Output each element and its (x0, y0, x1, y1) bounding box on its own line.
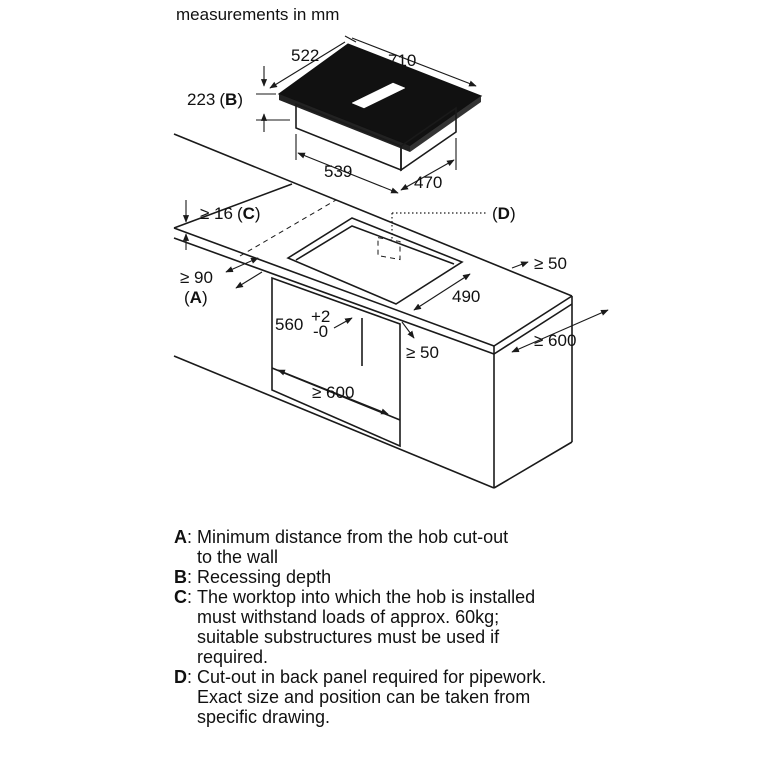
dim-line-560 (333, 317, 353, 329)
legend-text: Minimum distance from the hob cut-out to… (197, 527, 509, 567)
svg-text:223(B): 223(B) (187, 90, 243, 109)
dim-tick-710 (344, 35, 357, 43)
svg-text:(A): (A) (184, 288, 208, 307)
dim-line-539 (297, 152, 399, 194)
cabinet-bottom-right (493, 441, 573, 489)
legend-key: A (174, 527, 187, 547)
dim-line-50-bottom (401, 321, 415, 339)
key-a-label: A (190, 288, 202, 307)
dim-line-710 (351, 37, 477, 87)
dim-600-bottom: ≥ 600 (312, 383, 354, 402)
vent-slot (351, 82, 406, 109)
dim-522: 522 (291, 46, 319, 65)
dim-line-50-right (511, 261, 529, 269)
worktop-drawing: (D) ≥ 16(C) ≥ 90 (A) ≥ 50 490 ≥ 600 ≥ (173, 133, 609, 489)
hob-drawing: 522 710 223(B) 539 470 (187, 35, 483, 194)
dim-line-490 (413, 273, 471, 311)
dim-223: 223 (187, 90, 215, 109)
legend-text: Cut-out in back panel required for pipew… (197, 667, 547, 727)
legend-key: B (174, 567, 187, 587)
dim-line-90b (235, 271, 263, 289)
dim-16: ≥ 16 (200, 204, 233, 223)
installation-diagram: measurements in mm 522 710 223(B) 539 (173, 5, 609, 489)
dim-710: 710 (388, 51, 416, 70)
hob-side-edge (410, 96, 481, 152)
legend-text: The worktop into which the hob is instal… (197, 587, 536, 667)
legend-key: D (174, 667, 187, 687)
cabinet-opening (271, 276, 401, 448)
legend-item: D:Cut-out in back panel required for pip… (174, 667, 547, 727)
dim-560: 560 (275, 315, 303, 334)
legend-key: C (174, 587, 187, 607)
dim-600-right: ≥ 600 (534, 331, 576, 350)
plinth-line (173, 355, 495, 489)
dim-539: 539 (324, 162, 352, 181)
svg-text:(D): (D) (492, 204, 516, 223)
dim-560-tol-plus: +2 (311, 307, 330, 326)
legend-item: A:Minimum distance from the hob cut-out … (174, 527, 509, 567)
dim-490: 490 (452, 287, 480, 306)
wall-line (173, 133, 573, 297)
hob-cutout (286, 217, 464, 305)
svg-text:≥ 16(C): ≥ 16(C) (200, 204, 261, 223)
key-d-label: D (498, 204, 510, 223)
dim-line-470 (400, 159, 455, 191)
units-note: measurements in mm (176, 5, 339, 24)
legend: A:Minimum distance from the hob cut-out … (174, 527, 734, 727)
dim-470: 470 (414, 173, 442, 192)
legend-text: Recessing depth (197, 567, 332, 587)
worktop-front-top (173, 227, 495, 347)
pipe-cutout (377, 237, 401, 261)
dim-line-522 (269, 41, 346, 89)
key-b-label: B (225, 90, 237, 109)
dim-line-600-bottom (277, 369, 389, 415)
svg-text:560: 560 (275, 315, 303, 334)
dim-line-600-right (511, 309, 609, 353)
legend-item: C:The worktop into which the hob is inst… (174, 587, 536, 667)
dim-560-tol-minus: -0 (313, 322, 328, 341)
dim-50-bottom: ≥ 50 (406, 343, 439, 362)
dim-90: ≥ 90 (180, 268, 213, 287)
key-c-label: C (243, 204, 255, 223)
cutout-inner-edge (295, 225, 455, 265)
legend-item: B:Recessing depth (174, 567, 332, 587)
dim-line-90 (225, 257, 259, 273)
hidden-rear-edge (239, 199, 337, 257)
dim-50-right: ≥ 50 (534, 254, 567, 273)
worktop-left-rear (173, 183, 293, 229)
worktop-front-bottom (173, 237, 495, 355)
